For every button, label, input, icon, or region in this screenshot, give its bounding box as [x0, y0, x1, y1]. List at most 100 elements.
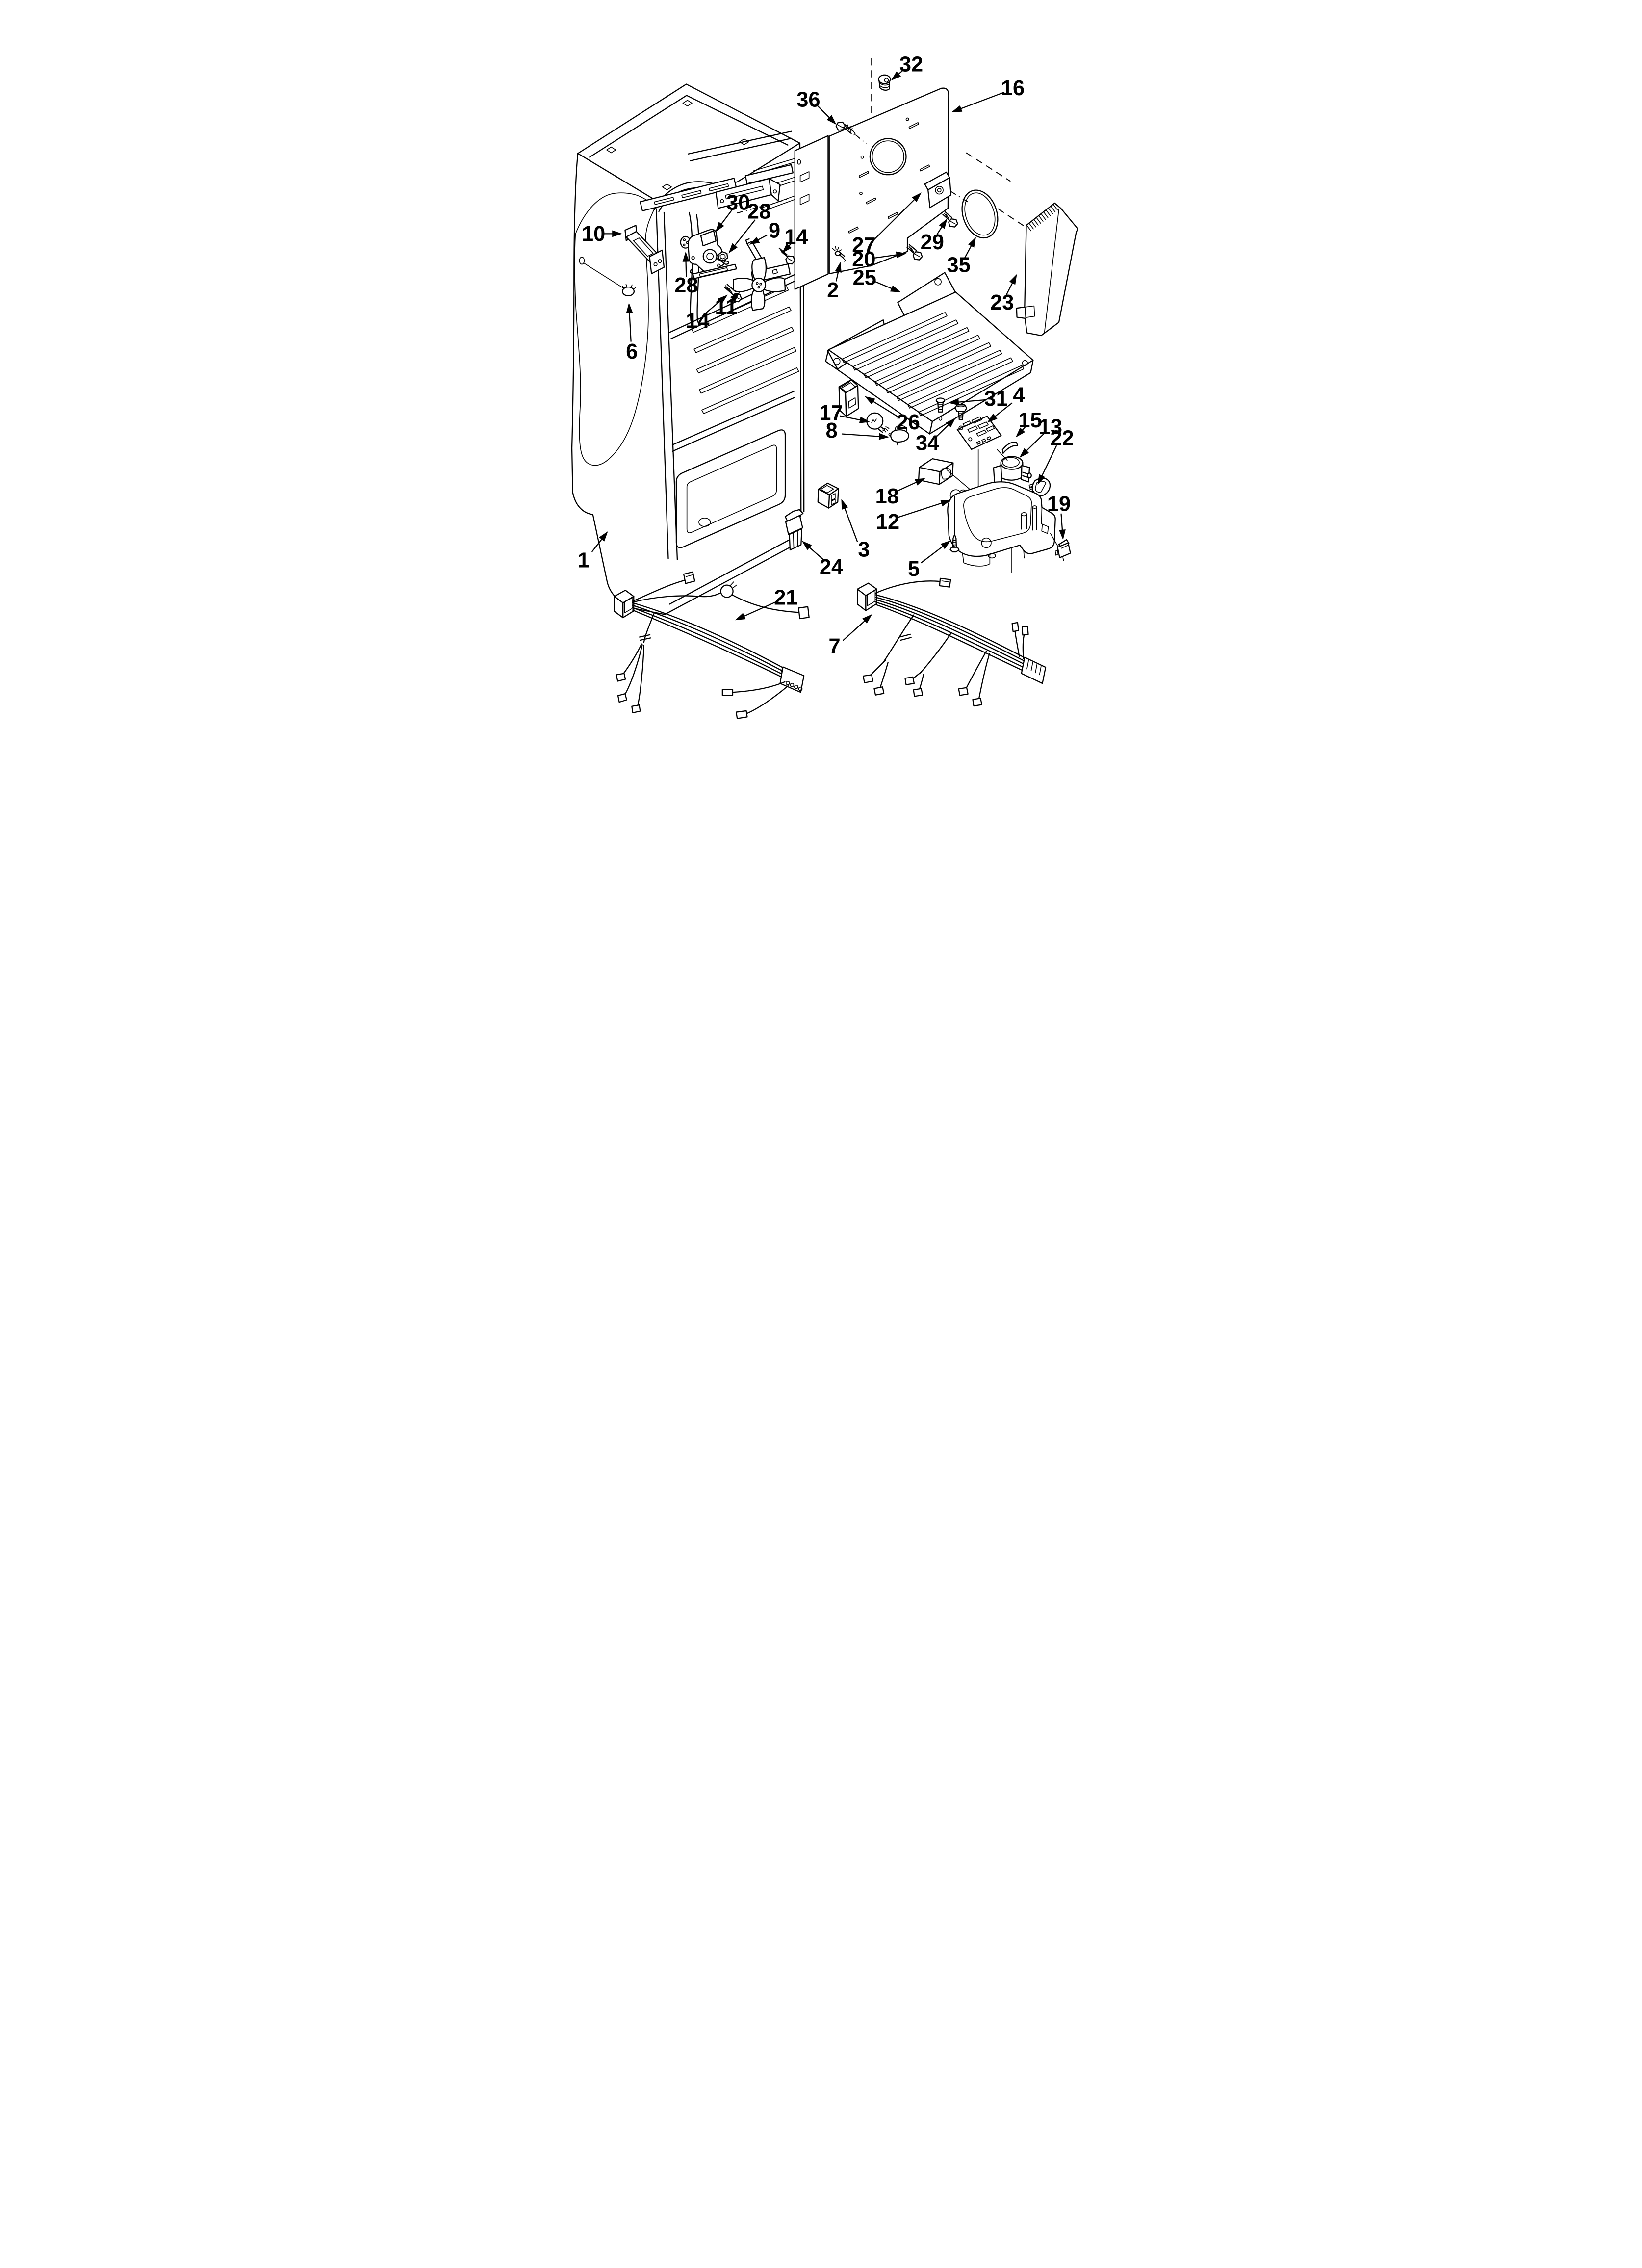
callout-31-32: 31: [948, 387, 1008, 411]
rear-panel-assembly: [794, 58, 1044, 290]
callout-arrow-head: [730, 292, 740, 302]
callout-label: 3: [858, 538, 870, 561]
callout-arrow-head: [896, 251, 907, 259]
callout-label: 6: [626, 340, 638, 364]
callout-25-25: 25: [853, 266, 901, 292]
callout-arrow-line: [704, 300, 721, 315]
callout-12-11: 12: [876, 500, 951, 534]
callout-arrow-head: [940, 500, 951, 507]
callout-arrow-line: [894, 481, 918, 493]
callout-label: 28: [674, 274, 698, 297]
callout-label: 8: [826, 419, 838, 443]
callout-14-14: 14: [686, 294, 728, 333]
rivet-2: [832, 246, 846, 262]
callout-label: 25: [853, 266, 876, 289]
panel-slots: [848, 122, 930, 234]
callout-arrow-head: [749, 236, 760, 245]
callout-23-23: 23: [990, 274, 1017, 314]
callout-arrow-head: [865, 396, 875, 405]
callout-arrow-head: [948, 398, 959, 406]
callout-label: 34: [916, 432, 939, 455]
callout-6-5: 6: [626, 303, 638, 364]
callout-arrow-line: [1041, 445, 1057, 477]
callout-label: 32: [899, 52, 923, 76]
callout-arrow-head: [878, 433, 890, 440]
callout-26-26: 26: [865, 396, 920, 434]
bulb-socket-8: [890, 425, 909, 446]
callout-label: 20: [852, 248, 875, 271]
callout-label: 13: [1039, 416, 1062, 439]
callout-arrow-head: [951, 105, 963, 112]
callout-2-1: 2: [827, 261, 842, 302]
callout-arrow-head: [735, 613, 746, 621]
callout-arrow-head: [599, 531, 608, 542]
callout-arrow-head: [782, 243, 792, 253]
callout-21-21: 21: [735, 586, 797, 621]
callout-label: 24: [820, 555, 843, 579]
hole-plug-part6: [579, 257, 636, 297]
callout-arrow-head: [718, 294, 728, 304]
wire-harness-21: [614, 571, 810, 719]
drain-switch-19: [1050, 533, 1071, 561]
side-cover-23: [1016, 202, 1078, 337]
callout-arrow-line: [1025, 433, 1045, 452]
callout-arrow-head: [891, 71, 901, 81]
callout-32-33: 32: [891, 52, 923, 81]
callout-label: 21: [774, 586, 797, 609]
callout-arrow-line: [743, 600, 778, 618]
callout-arrow-line: [872, 254, 898, 259]
callout-arrow-line: [1060, 513, 1063, 532]
callout-label: 31: [984, 387, 1008, 411]
callout-arrow-line: [835, 270, 839, 282]
push-pin-31: [935, 397, 946, 421]
cabinet-liner: [571, 83, 805, 615]
callout-label: 27: [852, 234, 875, 257]
callout-34-34: 34: [916, 417, 956, 455]
callout-arrow-line: [935, 423, 950, 438]
callout-label: 28: [747, 200, 771, 224]
callout-13-12: 13: [1019, 416, 1062, 458]
cover-slots: [841, 312, 1025, 417]
callout-arrow-head: [715, 222, 724, 233]
callout-arrow-head: [968, 236, 976, 248]
callout-arrow-head: [826, 115, 837, 125]
vent-hatch-lines: [1026, 204, 1058, 232]
callout-arrow-head: [946, 417, 956, 428]
callout-label: 36: [796, 88, 820, 112]
callout-arrow-head: [612, 230, 623, 237]
callout-arrow-head: [626, 303, 633, 313]
screw-14-right: [778, 247, 795, 265]
callout-16-16: 16: [951, 77, 1025, 112]
callout-arrow-head: [940, 540, 951, 549]
callout-11-10: 11: [715, 292, 740, 319]
callout-arrow-head: [835, 261, 842, 273]
callout-29-30: 29: [921, 218, 948, 254]
callout-label: 23: [990, 291, 1014, 314]
callout-arrow-line: [839, 415, 862, 421]
callout-arrow-head: [939, 218, 948, 229]
callout-20-20: 20: [852, 248, 907, 271]
callout-label: 26: [897, 411, 920, 434]
callout-label: 14: [686, 309, 709, 333]
wire-harness-7: [857, 577, 1047, 707]
callout-arrow-head: [862, 614, 872, 624]
callout-15-15: 15: [1015, 409, 1042, 438]
callout-label: 14: [784, 226, 808, 249]
callout-3-2: 3: [841, 498, 870, 561]
foam-outline: [574, 192, 655, 466]
callout-label: 17: [819, 401, 843, 425]
callout-label: 29: [921, 231, 944, 254]
duct-bracket: [924, 171, 951, 209]
callout-30-31: 30: [715, 191, 750, 233]
callout-label: 22: [1050, 427, 1074, 450]
callout-4-3: 4: [987, 384, 1025, 423]
callout-arrow-line: [896, 502, 943, 519]
callout-arrow-head: [801, 541, 812, 550]
air-duct-box-26: [838, 379, 859, 417]
callout-arrow-line: [873, 280, 894, 290]
callout-arrow-head: [682, 251, 690, 262]
callout-label: 5: [908, 557, 920, 581]
callout-14-13: 14: [782, 226, 808, 253]
callout-arrow-line: [957, 399, 987, 403]
